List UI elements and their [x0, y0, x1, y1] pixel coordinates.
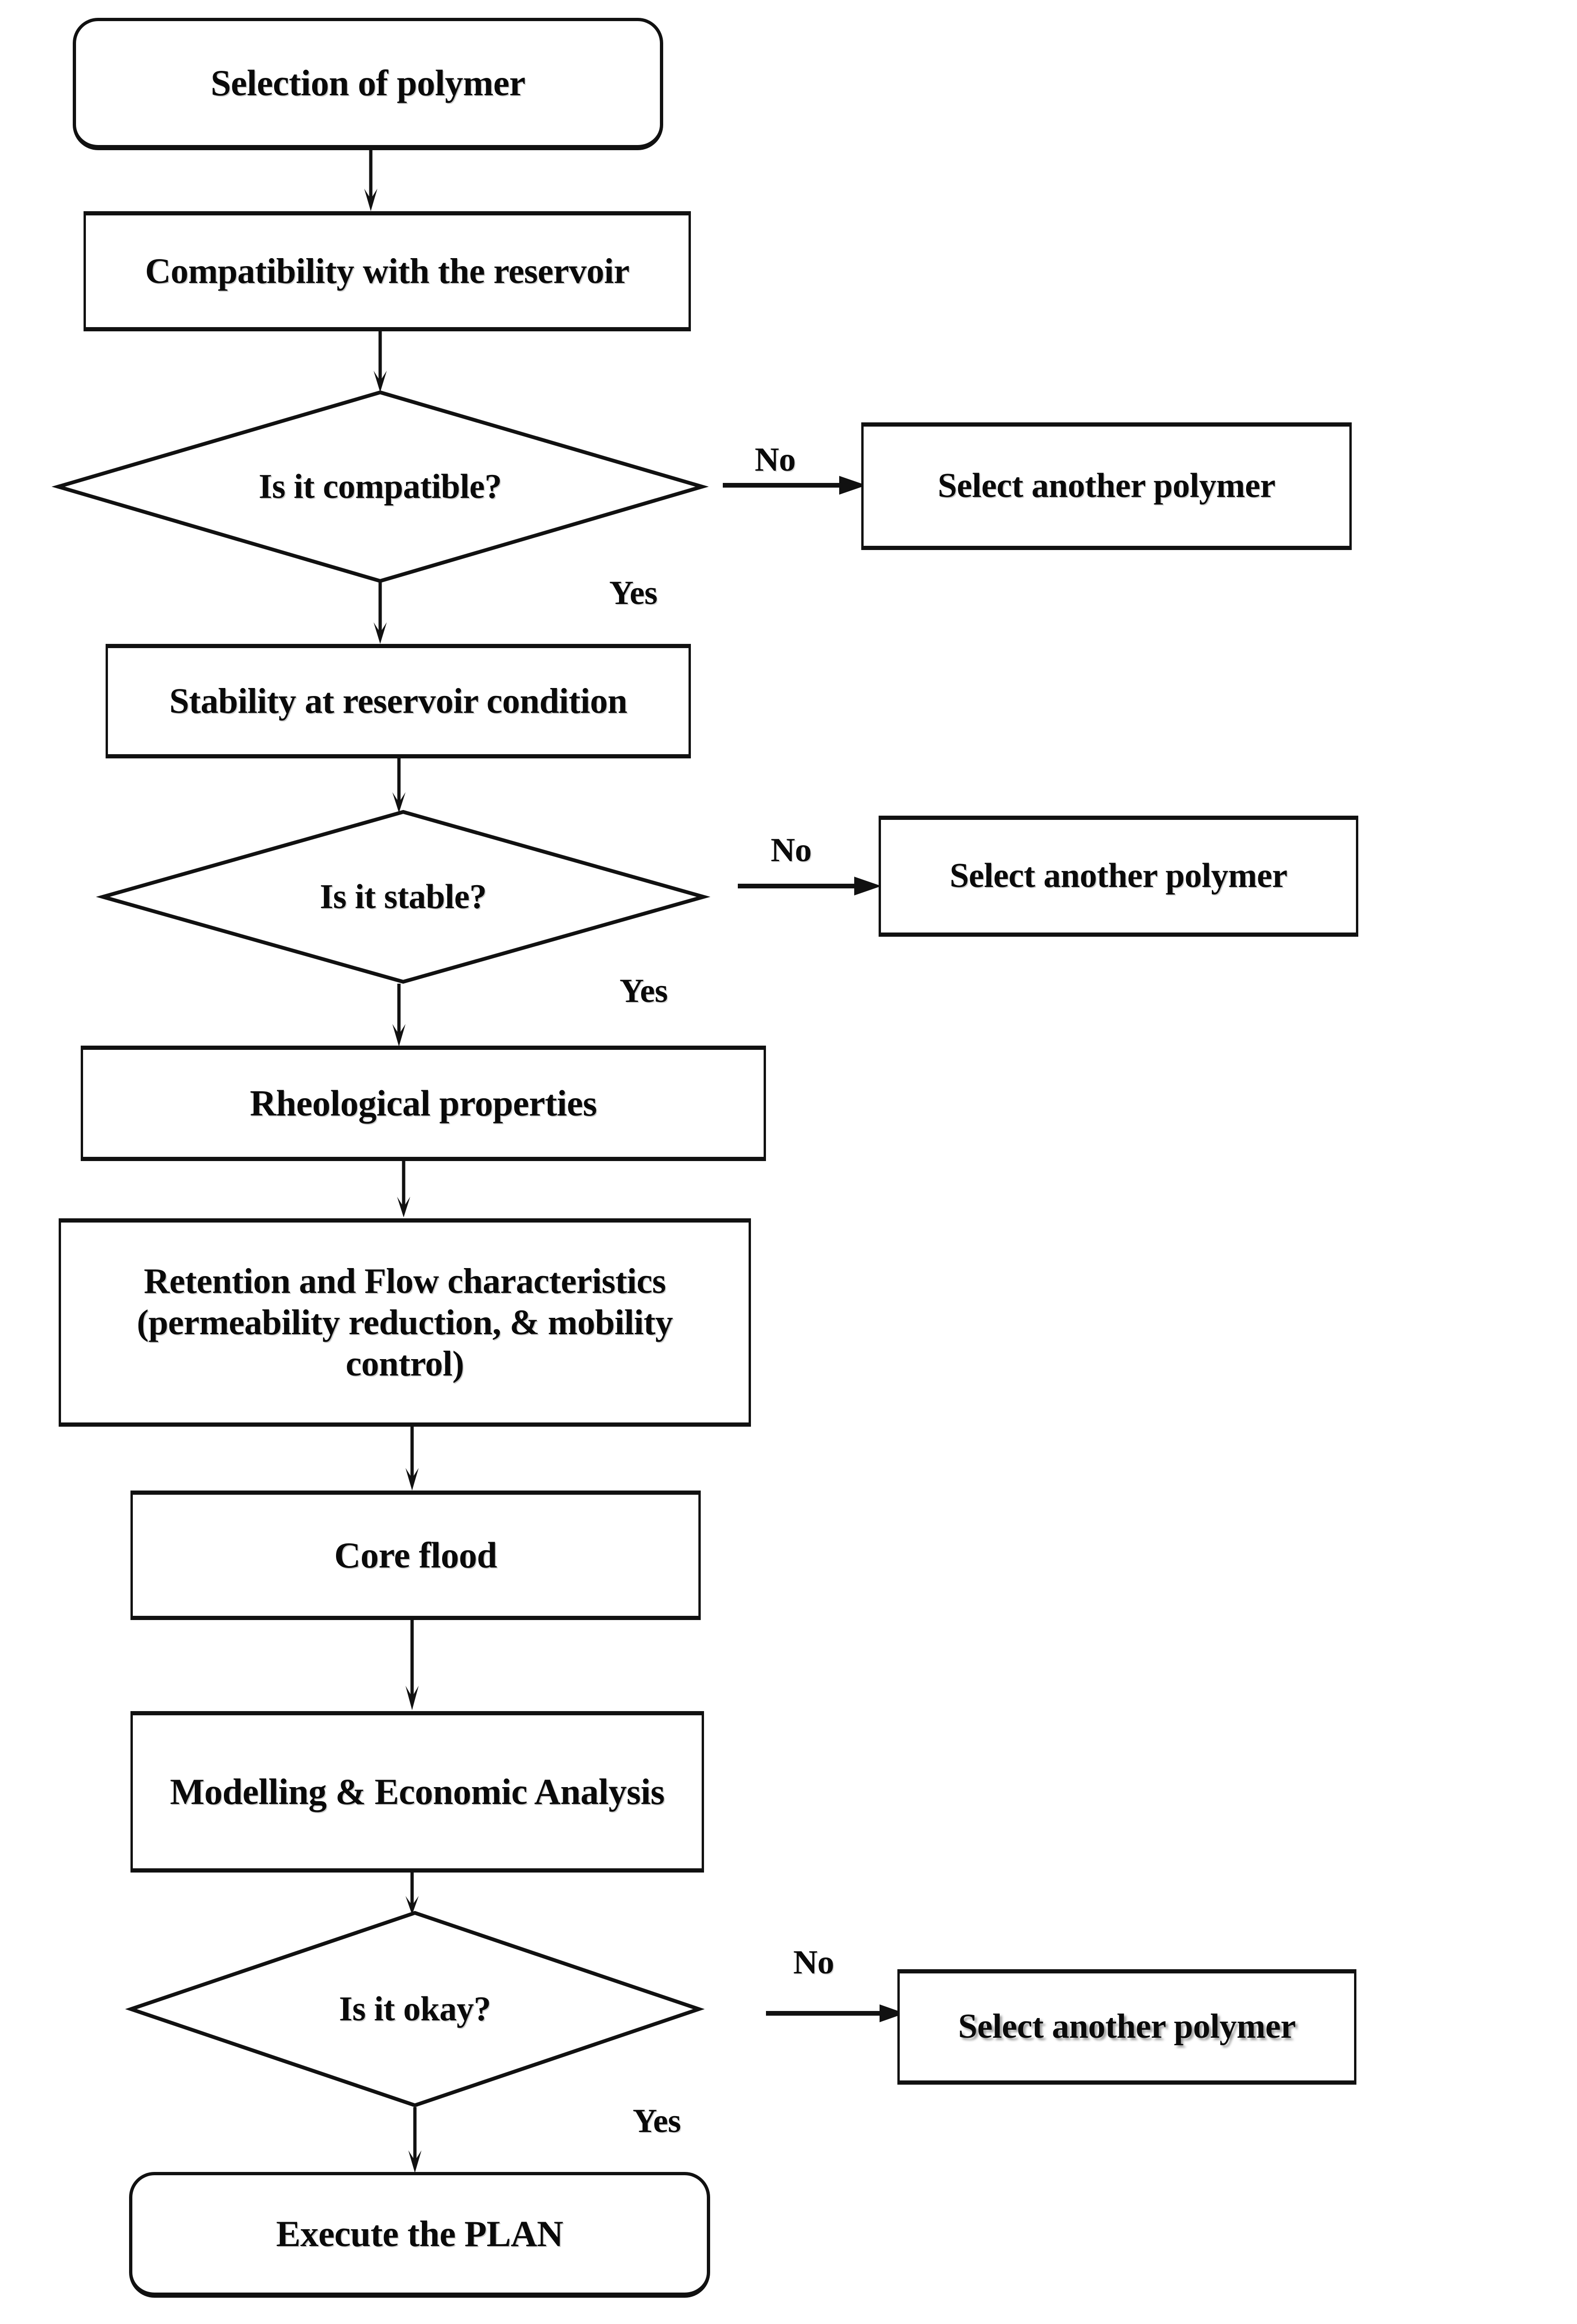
connector-yes-1: [371, 582, 390, 645]
connector-yes-2: [390, 984, 408, 1047]
node-label: Selection of polymer: [210, 62, 526, 103]
node-is-it-compatible[interactable]: Is it compatible?: [51, 390, 709, 583]
node-label: Core flood: [334, 1534, 497, 1575]
node-label: Stability at reservoir condition: [169, 681, 628, 721]
node-select-another-polymer-3[interactable]: Select another polymer: [897, 1969, 1356, 2085]
node-label: Rheological properties: [250, 1082, 597, 1124]
node-selection-of-polymer[interactable]: Selection of polymer: [73, 18, 663, 150]
node-label: Select another polymer: [949, 856, 1287, 895]
node-compatibility-with-reservoir[interactable]: Compatibility with the reservoir: [84, 211, 691, 331]
node-label: Retention and Flow characteristics (perm…: [137, 1261, 673, 1384]
node-modelling-and-economic-analysis[interactable]: Modelling & Economic Analysis: [130, 1711, 704, 1873]
node-label: Is it stable?: [320, 877, 487, 916]
node-select-another-polymer-1[interactable]: Select another polymer: [861, 422, 1352, 550]
branch-label-yes-3: Yes: [633, 2102, 681, 2140]
node-label: Modelling & Economic Analysis: [170, 1771, 665, 1812]
branch-label-no-3: No: [793, 1943, 834, 1981]
node-core-flood[interactable]: Core flood: [130, 1491, 701, 1620]
branch-label-yes-2: Yes: [620, 972, 668, 1009]
connector-modelling-to-is-okay: [403, 1873, 421, 1916]
node-label: Compatibility with the reservoir: [145, 251, 629, 291]
connector-compatibility-to-is-compatible: [371, 331, 390, 393]
connector-no-1: [723, 475, 868, 496]
connector-start-to-compatibility: [361, 149, 380, 212]
node-label: Is it okay?: [339, 1989, 491, 2028]
connector-retention-to-core-flood: [403, 1427, 421, 1491]
node-is-it-stable[interactable]: Is it stable?: [96, 810, 711, 984]
connector-core-flood-to-modelling: [403, 1620, 421, 1711]
branch-label-no-2: No: [771, 831, 812, 869]
connector-no-2: [738, 876, 883, 896]
node-label: Is it compatible?: [259, 467, 502, 506]
branch-label-yes-1: Yes: [609, 574, 658, 612]
branch-label-no-1: No: [755, 441, 796, 478]
node-is-it-okay[interactable]: Is it okay?: [125, 1911, 705, 2108]
connector-stability-to-is-stable: [390, 758, 408, 814]
node-retention-and-flow-characteristics[interactable]: Retention and Flow characteristics (perm…: [59, 1218, 751, 1427]
connector-no-3: [766, 2003, 907, 2024]
node-label: Select another polymer: [937, 466, 1276, 505]
node-rheological-properties[interactable]: Rheological properties: [81, 1046, 766, 1161]
node-select-another-polymer-2[interactable]: Select another polymer: [879, 816, 1358, 937]
node-execute-the-plan[interactable]: Execute the PLAN: [129, 2172, 710, 2298]
node-label: Execute the PLAN: [276, 2213, 563, 2254]
node-stability-at-reservoir-condition[interactable]: Stability at reservoir condition: [106, 644, 691, 758]
connector-yes-3: [406, 2107, 424, 2174]
node-label: Select another polymer: [958, 2007, 1296, 2046]
connector-rheology-to-retention: [394, 1161, 413, 1218]
